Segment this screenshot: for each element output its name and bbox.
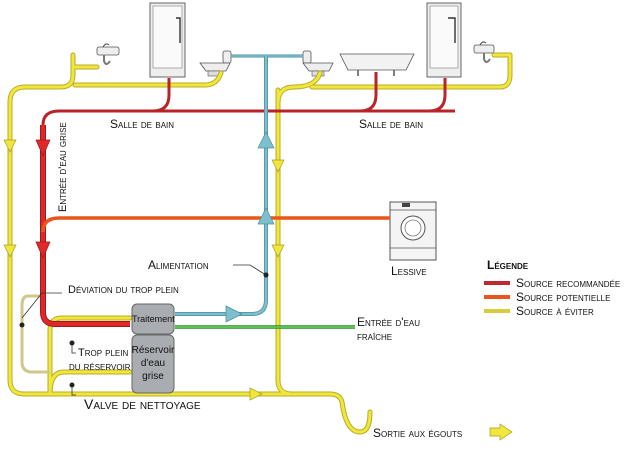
label-tank-overflow-line1: Trop plein — [78, 347, 129, 359]
greywater-tank — [131, 334, 175, 394]
legend-title: Légende — [487, 258, 529, 272]
label-treatment: Traitement — [132, 314, 175, 324]
label-tank-overflow-line2: du réservoir — [69, 361, 131, 373]
shower-icon-right — [426, 2, 462, 78]
legend-label-potential: Source potentielle — [516, 290, 611, 304]
label-cleaning-valve: Valve de nettoyage — [84, 396, 201, 412]
junction-dots — [19, 272, 269, 388]
label-bathroom-left: Salle de bain — [110, 117, 175, 131]
pipes-recommended — [40, 72, 455, 327]
legend-swatch-avoid — [484, 309, 510, 313]
pipes-avoid — [7, 52, 513, 435]
label-tank-line2: d'eau — [140, 358, 166, 369]
sink-icon-left — [96, 43, 120, 65]
legend-item-avoid: Source à éviter — [484, 304, 594, 318]
label-tank-line3: grise — [142, 371, 164, 382]
legend-item-recommended: Source recommandée — [484, 276, 620, 290]
label-overflow-diversion: Déviation du trop plein — [68, 284, 179, 296]
legend-swatch-potential — [484, 295, 510, 299]
shower-icon-left — [149, 2, 186, 78]
label-fresh-water-line1: Entrée d'eau — [357, 315, 420, 329]
label-tank: Réservoir d'eau grise — [130, 344, 176, 383]
bathtub-icon — [339, 53, 415, 76]
legend-item-potential: Source potentielle — [484, 290, 610, 304]
toilet-icon-left — [199, 50, 232, 77]
label-bathroom-right: Salle de bain — [359, 117, 424, 131]
label-tank-line1: Réservoir — [131, 345, 175, 356]
label-laundry: Lessive — [391, 264, 427, 278]
label-fresh-water-line2: fraîche — [357, 329, 393, 343]
pipe-potential-laundry — [41, 216, 390, 233]
sink-icon-right — [473, 41, 495, 63]
label-greywater-inlet: Entrée d'eau grise — [57, 122, 69, 212]
washing-machine-icon — [389, 201, 437, 261]
flow-arrows-recommended — [35, 139, 51, 259]
overflow-diversion-pipe — [20, 294, 50, 374]
flow-arrows-avoid — [3, 139, 513, 441]
treatment-unit — [131, 303, 175, 335]
legend-label-avoid: Source à éviter — [516, 304, 594, 318]
pipe-supply — [175, 54, 303, 323]
legend-swatch-recommended — [484, 281, 510, 285]
label-supply: Alimentation — [148, 258, 209, 272]
leader-lines — [21, 264, 267, 396]
legend-label-recommended: Source recommandée — [516, 276, 621, 290]
label-sewer-outlet: Sortie aux égouts — [373, 426, 463, 440]
